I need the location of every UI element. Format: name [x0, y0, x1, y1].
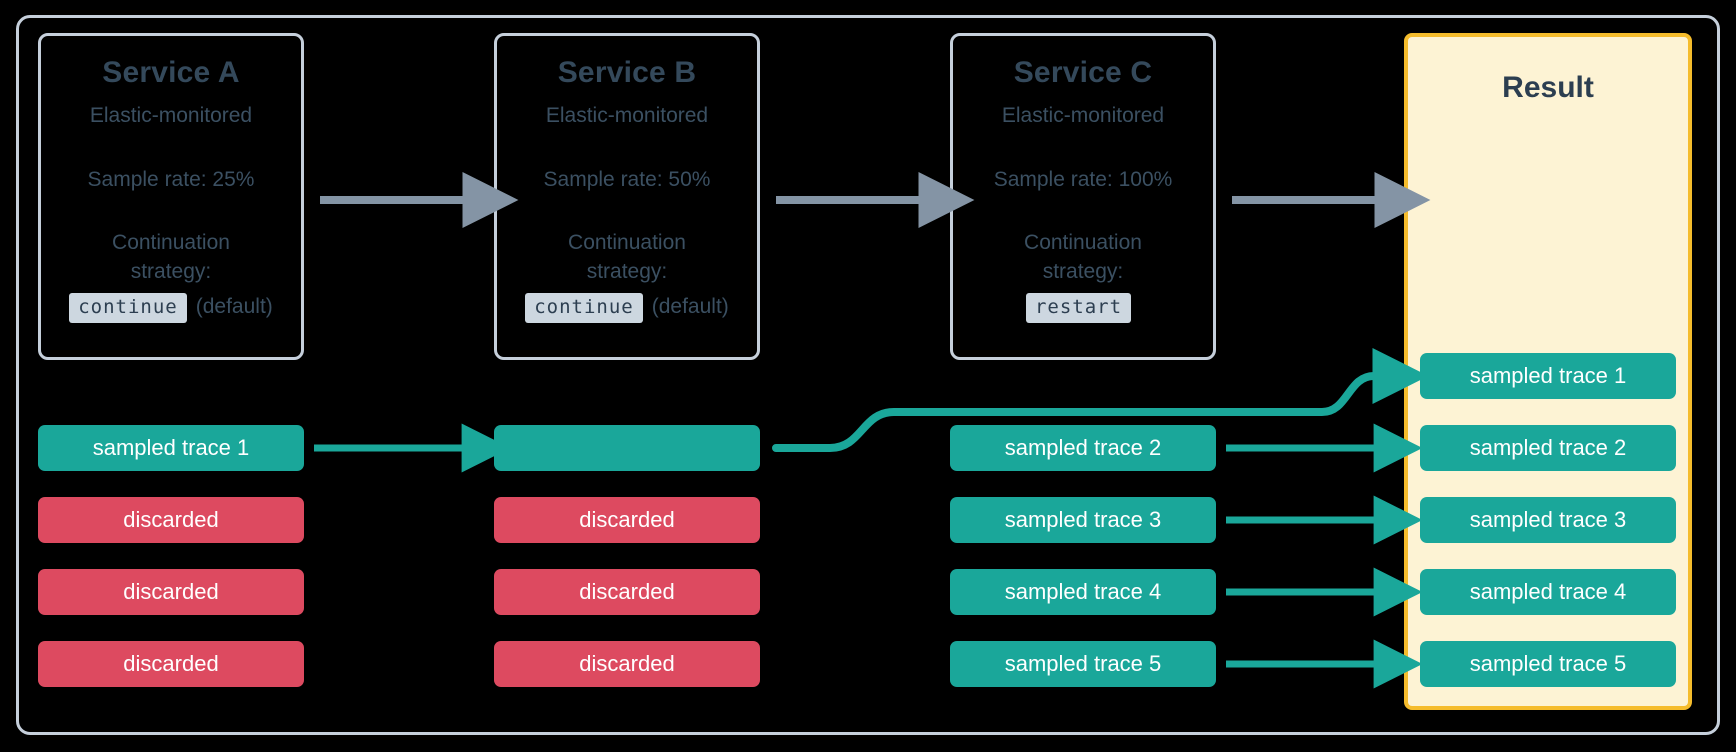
- service-b-title: Service B: [557, 56, 697, 89]
- service-box-c: Service C Elastic-monitored Sample rate:…: [950, 33, 1216, 360]
- pill-a-trace-3: discarded: [38, 569, 304, 615]
- service-b-strategy-label-line1: Continuation: [568, 231, 686, 254]
- service-a-strategy-chip: continue: [69, 292, 187, 323]
- service-b-strategy-note: (default): [651, 294, 729, 318]
- pill-c-trace-1: sampled trace 2: [950, 425, 1216, 471]
- pill-c-trace-4-label: sampled trace 5: [1004, 651, 1162, 676]
- service-c-strategy-label-line2: strategy:: [1042, 259, 1124, 283]
- service-c-subtitle: Elastic-monitored: [1001, 103, 1165, 127]
- pill-result-trace-4: sampled trace 4: [1420, 569, 1676, 615]
- pill-a-trace-1-label: sampled trace 1: [92, 435, 250, 460]
- service-box-b: Service B Elastic-monitored Sample rate:…: [494, 33, 760, 360]
- service-c-title: Service C: [1013, 56, 1153, 89]
- service-b-subtitle: Elastic-monitored: [545, 103, 709, 127]
- pill-c-trace-2-label: sampled trace 3: [1004, 507, 1162, 532]
- pill-b-trace-3-label: discarded: [579, 579, 675, 604]
- result-title: Result: [1502, 71, 1594, 104]
- pill-b-trace-4: discarded: [494, 641, 760, 687]
- service-c-strategy-chip: restart: [1025, 292, 1132, 323]
- pill-c-trace-4: sampled trace 5: [950, 641, 1216, 687]
- service-b-strategy-chip: continue: [525, 292, 643, 323]
- service-b-strategy-label: Continuation strategy:: [497, 229, 757, 287]
- service-c-strategy-label-line1: Continuation: [1024, 231, 1142, 254]
- pill-a-trace-2-label: discarded: [123, 507, 219, 532]
- pill-a-trace-2: discarded: [38, 497, 304, 543]
- service-a-strategy-row: continue (default): [41, 292, 301, 323]
- pill-result-trace-1-label: sampled trace 1: [1469, 363, 1627, 388]
- pill-c-trace-3: sampled trace 4: [950, 569, 1216, 615]
- service-c-strategy-label: Continuation strategy:: [953, 229, 1213, 287]
- service-a-strategy-label: Continuation strategy:: [41, 229, 301, 287]
- pill-c-trace-2: sampled trace 3: [950, 497, 1216, 543]
- pill-a-trace-4: discarded: [38, 641, 304, 687]
- pill-b-trace-2: discarded: [494, 497, 760, 543]
- pill-a-trace-4-label: discarded: [123, 651, 219, 676]
- pill-result-trace-2: sampled trace 2: [1420, 425, 1676, 471]
- pill-result-trace-3-label: sampled trace 3: [1469, 507, 1627, 532]
- service-a-strategy-note: (default): [195, 294, 273, 318]
- pill-c-trace-3-label: sampled trace 4: [1004, 579, 1162, 604]
- pill-result-trace-5-label: sampled trace 5: [1469, 651, 1627, 676]
- service-b-strategy-row: continue (default): [497, 292, 757, 323]
- pill-result-trace-4-label: sampled trace 4: [1469, 579, 1627, 604]
- pill-b-trace-2-label: discarded: [579, 507, 675, 532]
- pill-result-trace-2-label: sampled trace 2: [1469, 435, 1627, 460]
- service-a-strategy-label-line2: strategy:: [130, 259, 212, 283]
- pill-b-trace-1: [494, 425, 760, 471]
- pill-result-trace-3: sampled trace 3: [1420, 497, 1676, 543]
- pill-result-trace-5: sampled trace 5: [1420, 641, 1676, 687]
- service-b-sample-rate: Sample rate: 50%: [543, 167, 711, 191]
- service-c-sample-rate: Sample rate: 100%: [993, 167, 1173, 191]
- pill-c-trace-1-label: sampled trace 2: [1004, 435, 1162, 460]
- service-c-strategy-row: restart: [953, 292, 1213, 323]
- service-a-subtitle: Elastic-monitored: [89, 103, 253, 127]
- pill-a-trace-3-label: discarded: [123, 579, 219, 604]
- service-a-title: Service A: [102, 56, 240, 89]
- pill-b-trace-4-label: discarded: [579, 651, 675, 676]
- service-a-strategy-label-line1: Continuation: [112, 231, 230, 254]
- service-box-a: Service A Elastic-monitored Sample rate:…: [38, 33, 304, 360]
- pill-result-trace-1: sampled trace 1: [1420, 353, 1676, 399]
- service-b-strategy-label-line2: strategy:: [586, 259, 668, 283]
- service-a-sample-rate: Sample rate: 25%: [87, 167, 255, 191]
- pill-a-trace-1: sampled trace 1: [38, 425, 304, 471]
- pill-b-trace-3: discarded: [494, 569, 760, 615]
